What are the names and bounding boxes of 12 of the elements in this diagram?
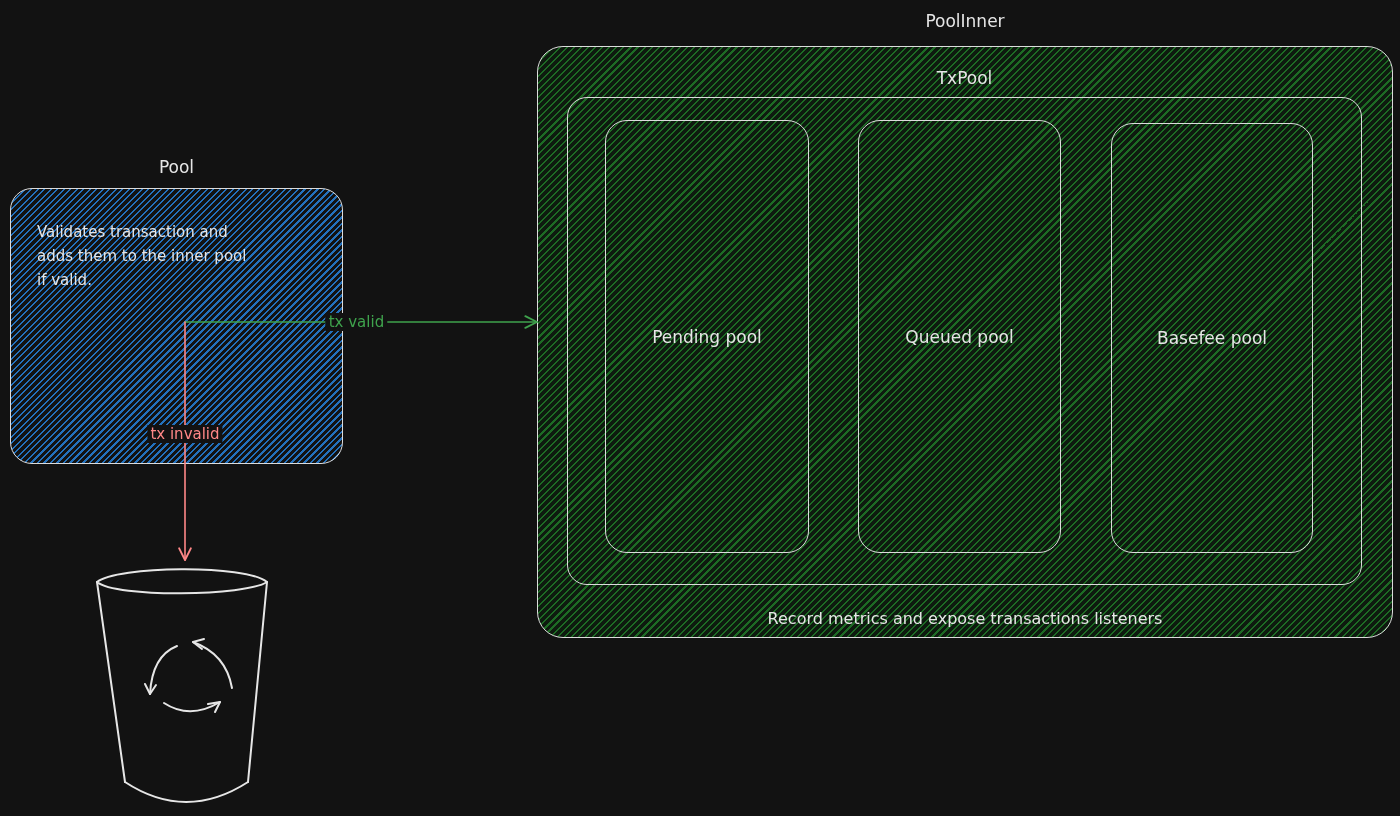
- pool-name: Pending pool: [652, 326, 762, 347]
- section-title: PoolInner: [925, 11, 1005, 31]
- process-box: [605, 120, 809, 553]
- pool-name: Queued pool: [905, 326, 1014, 347]
- pool-name: Basefee pool: [1157, 328, 1267, 348]
- process-box: [1111, 123, 1313, 553]
- process-box: [858, 120, 1061, 553]
- section-title: TxPool: [936, 68, 993, 88]
- edge-label: tx valid: [325, 313, 388, 331]
- description-text: Record metrics and expose transactions listeners: [767, 609, 1163, 629]
- arrow: [178, 321, 192, 561]
- section-title: Pool: [158, 157, 195, 177]
